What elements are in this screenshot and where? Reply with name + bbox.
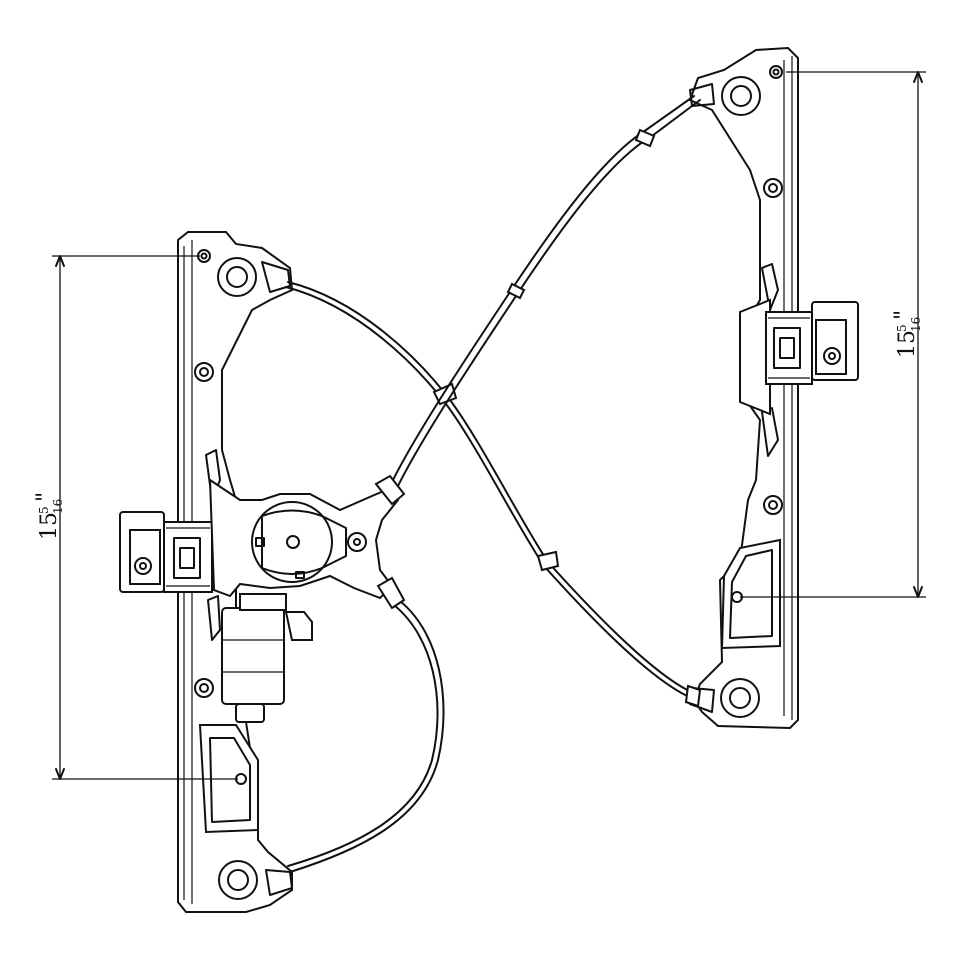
- left-dimension-numerator: 5: [37, 506, 51, 514]
- cable-motor-to-upper-right: [395, 99, 701, 491]
- right-dimension: 15 5 16 ": [740, 71, 926, 598]
- motor-drum-assembly: [208, 478, 400, 723]
- cable-upper-left-to-lower-right: [287, 281, 697, 695]
- left-dimension-whole: 15: [37, 512, 62, 540]
- left-dimension-unit: ": [33, 492, 58, 502]
- drum-housing: [208, 478, 400, 600]
- left-top-pulley: [217, 257, 257, 297]
- left-dimension: 15 5 16 ": [33, 255, 238, 780]
- left-glass-clamp: [119, 449, 221, 641]
- cables: [285, 95, 702, 873]
- right-rail-assembly: [688, 46, 799, 730]
- left-dimension-denominator: 16: [51, 499, 65, 514]
- right-dimension-numerator: 5: [895, 324, 909, 332]
- right-top-pulley: [721, 76, 761, 116]
- cable-motor-to-lower-left: [289, 597, 445, 873]
- right-dimension-denominator: 16: [909, 317, 923, 332]
- right-lower-bracket: [720, 538, 781, 650]
- right-glass-clamp: [739, 263, 859, 457]
- right-dimension-whole: 15: [895, 330, 920, 358]
- motor-body: [221, 607, 285, 705]
- left-bottom-pulley: [218, 860, 258, 900]
- right-bottom-pulley: [720, 678, 760, 718]
- right-dimension-unit: ": [891, 310, 916, 320]
